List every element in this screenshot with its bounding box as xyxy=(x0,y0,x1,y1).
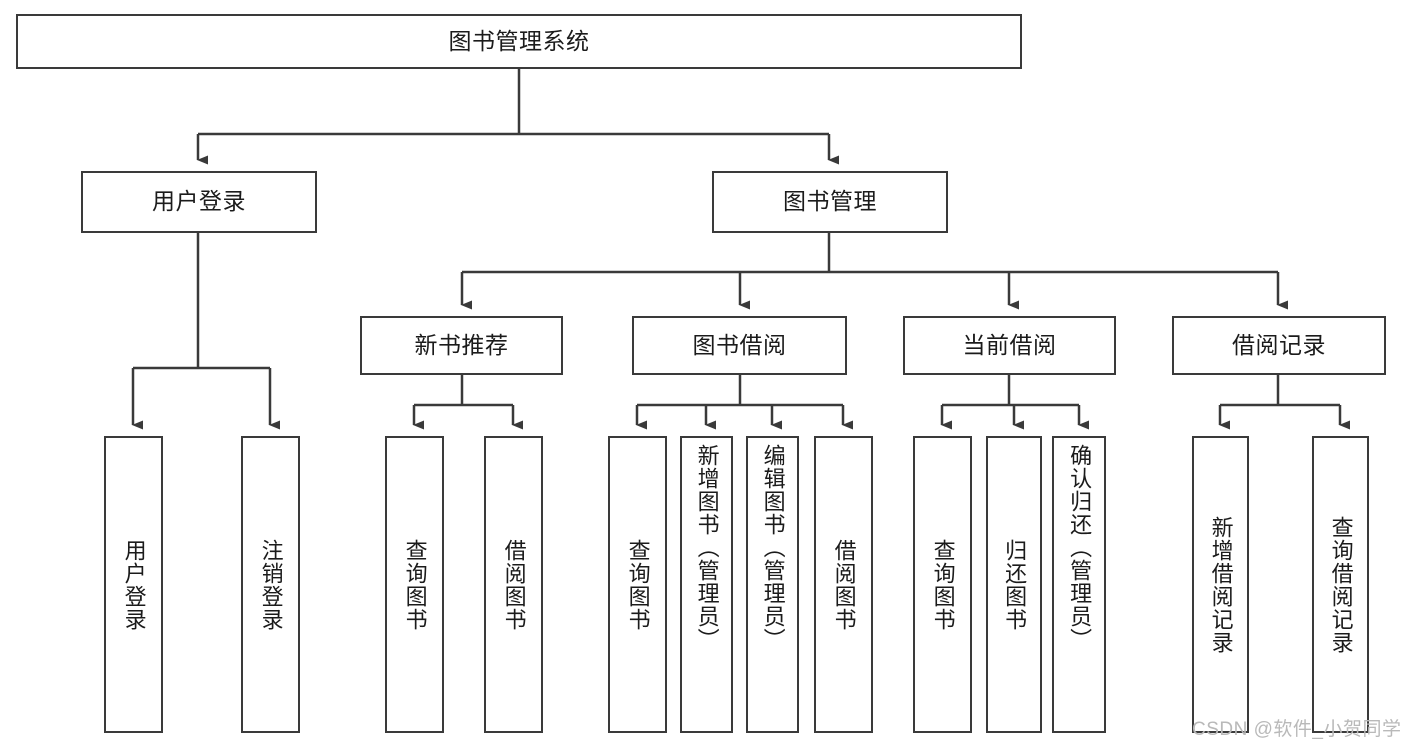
node-l2a[interactable]: 用户登录 xyxy=(81,171,317,233)
node-l3b[interactable]: 图书借阅 xyxy=(632,316,847,375)
node-l3d[interactable]: 借阅记录 xyxy=(1172,316,1386,375)
node-leaf-e1[interactable]: 新增借阅记录 xyxy=(1192,436,1249,733)
node-leaf-c4[interactable]: 借阅图书 xyxy=(814,436,873,733)
node-leaf-a2[interactable]: 注销登录 xyxy=(241,436,300,733)
node-leaf-c1[interactable]: 查询图书 xyxy=(608,436,667,733)
node-leaf-b1[interactable]: 查询图书 xyxy=(385,436,444,733)
node-leaf-a1[interactable]: 用户登录 xyxy=(104,436,163,733)
node-label: 编辑图书（管理员） xyxy=(760,444,786,651)
node-label: 借阅图书 xyxy=(501,538,527,631)
node-leaf-d3[interactable]: 确认归还（管理员） xyxy=(1052,436,1106,733)
node-label: 新增图书（管理员） xyxy=(694,444,720,651)
node-label: 查询借阅记录 xyxy=(1328,515,1354,654)
node-root[interactable]: 图书管理系统 xyxy=(16,14,1022,69)
node-label: 当前借阅 xyxy=(962,331,1057,358)
node-leaf-c3[interactable]: 编辑图书（管理员） xyxy=(746,436,799,733)
node-label: 图书管理 xyxy=(783,188,877,215)
node-leaf-d2[interactable]: 归还图书 xyxy=(986,436,1042,733)
node-label: 用户登录 xyxy=(152,188,246,215)
node-label: 归还图书 xyxy=(1002,538,1028,631)
node-label: 图书借阅 xyxy=(692,331,787,358)
node-label: 借阅记录 xyxy=(1232,331,1326,358)
node-label: 确认归还（管理员） xyxy=(1067,444,1093,651)
node-label: 查询图书 xyxy=(930,538,956,631)
node-leaf-b2[interactable]: 借阅图书 xyxy=(484,436,543,733)
node-l3a[interactable]: 新书推荐 xyxy=(360,316,563,375)
node-label: 图书管理系统 xyxy=(448,27,590,54)
node-label: 查询图书 xyxy=(402,538,428,631)
csdn-watermark: CSDN @软件_小贺同学 xyxy=(1192,719,1402,740)
node-label: 借阅图书 xyxy=(831,538,857,631)
node-leaf-d1[interactable]: 查询图书 xyxy=(913,436,972,733)
node-label: 新增借阅记录 xyxy=(1208,515,1234,654)
node-l2b[interactable]: 图书管理 xyxy=(712,171,948,233)
node-leaf-e2[interactable]: 查询借阅记录 xyxy=(1312,436,1369,733)
node-label: 用户登录 xyxy=(121,538,147,631)
node-label: 新书推荐 xyxy=(414,331,509,358)
node-label: 注销登录 xyxy=(258,538,284,631)
node-l3c[interactable]: 当前借阅 xyxy=(903,316,1116,375)
node-label: 查询图书 xyxy=(625,538,651,631)
node-leaf-c2[interactable]: 新增图书（管理员） xyxy=(680,436,733,733)
